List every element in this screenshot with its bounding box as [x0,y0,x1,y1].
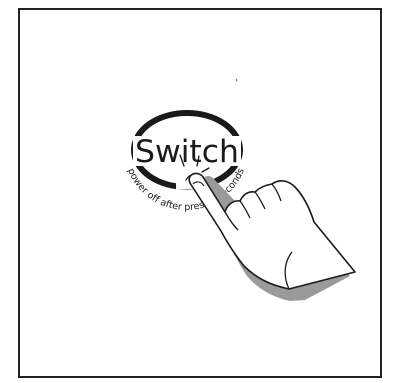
stray-mark [236,79,237,81]
switch-label: Switch [135,134,239,170]
pointing-hand-icon [189,173,355,301]
